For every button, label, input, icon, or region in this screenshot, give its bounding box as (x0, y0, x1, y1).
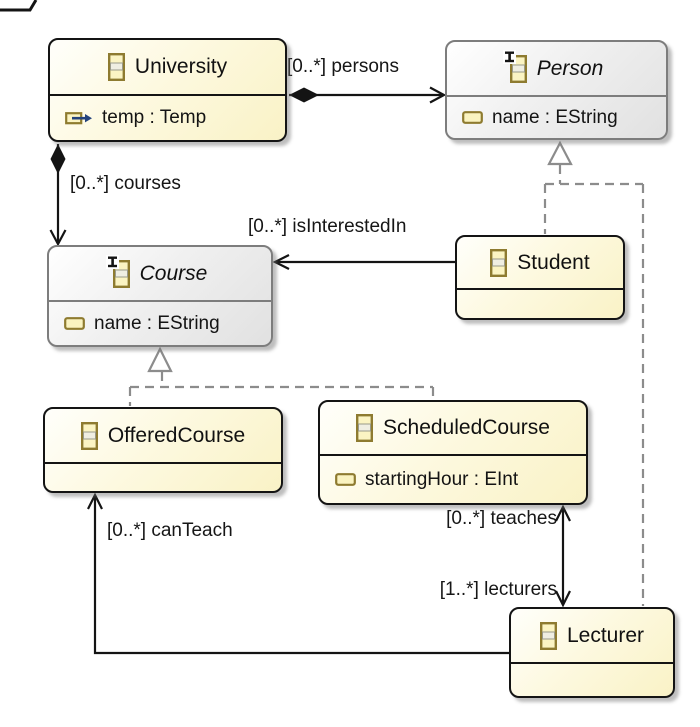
attribute-row[interactable]: name : EString (447, 107, 666, 129)
abstract-eclass-icon (502, 49, 527, 83)
attribute-text: name : EString (492, 106, 618, 128)
empty-attribute-compartment (511, 664, 673, 696)
generalization-triangle (147, 346, 173, 373)
edge-generalization-person[interactable] (543, 140, 645, 606)
edge-is-interested-in[interactable] (272, 254, 455, 270)
class-title: Person (536, 56, 604, 80)
edge-label-courses[interactable]: [0..*] courses (70, 173, 181, 194)
eclass-icon (107, 53, 125, 81)
attribute-row[interactable]: startingHour : EInt (320, 469, 586, 491)
class-lecturer[interactable]: Lecturer (509, 607, 675, 698)
composition-diamond (50, 144, 66, 174)
edge-label-can-teach[interactable]: [0..*] canTeach (107, 520, 233, 541)
eclass-icon (539, 621, 557, 650)
attribute-row[interactable]: temp : Temp (50, 107, 285, 129)
edge-generalization-course[interactable] (128, 346, 435, 406)
edge-label-is-interested-in[interactable]: [0..*] isInterestedIn (248, 216, 407, 237)
composition-diamond (289, 87, 319, 103)
generalization-triangle (547, 140, 573, 166)
open-arrowhead (49, 229, 67, 247)
class-title: Student (517, 250, 590, 274)
empty-attribute-compartment (45, 464, 281, 491)
class-title: Course (139, 261, 208, 285)
eattribute-icon (64, 317, 85, 330)
attribute-row[interactable]: name : EString (49, 313, 271, 335)
class-title: OfferedCourse (107, 423, 246, 447)
class-person[interactable]: Person name : EString (445, 40, 668, 140)
edge-courses[interactable] (49, 144, 67, 247)
ereference-icon (65, 111, 93, 126)
eattribute-icon (462, 111, 483, 124)
class-title: Lecturer (566, 623, 645, 647)
canvas-corner-mark (0, 0, 38, 12)
eclass-icon (356, 414, 374, 442)
class-title: University (134, 55, 228, 78)
open-arrowhead (87, 492, 103, 510)
class-scheduled-course[interactable]: ScheduledCourse startingHour : EInt (318, 400, 588, 505)
attribute-text: name : EString (94, 312, 220, 334)
eclass-icon (80, 421, 98, 450)
abstract-marker-icon (105, 254, 119, 269)
open-arrowhead-up (555, 504, 571, 522)
class-title: ScheduledCourse (383, 416, 550, 439)
open-arrowhead (429, 86, 447, 104)
abstract-marker-icon (502, 49, 516, 64)
eattribute-icon (335, 473, 356, 486)
class-offered-course[interactable]: OfferedCourse (43, 407, 283, 493)
class-university[interactable]: University temp : Temp (48, 38, 287, 142)
abstract-eclass-icon (105, 254, 130, 288)
edge-label-lecturers[interactable]: [1..*] lecturers (439, 579, 557, 600)
class-course[interactable]: Course name : EString (47, 245, 273, 347)
edge-can-teach[interactable] (87, 492, 509, 655)
attribute-text: temp : Temp (102, 107, 207, 128)
edge-teaches-lecturers[interactable] (555, 504, 571, 608)
edge-label-persons[interactable]: [0..*] persons (287, 56, 399, 77)
class-student[interactable]: Student (455, 235, 625, 320)
open-arrowhead (272, 254, 290, 270)
edge-persons[interactable] (289, 86, 447, 104)
attribute-text: startingHour : EInt (365, 468, 519, 490)
open-arrowhead-down (555, 590, 571, 608)
edge-label-teaches[interactable]: [0..*] teaches (446, 508, 557, 529)
empty-attribute-compartment (457, 290, 623, 318)
eclass-icon (490, 248, 508, 277)
